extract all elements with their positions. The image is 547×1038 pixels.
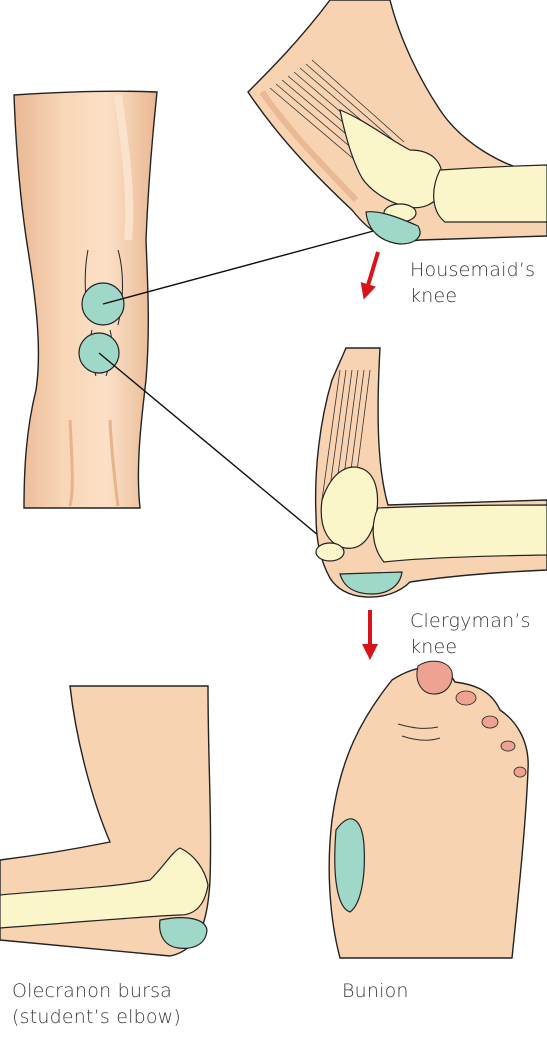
- olecranon-bursa: [160, 918, 207, 949]
- olecranon-bursa-label: Olecranon bursa (student’s elbow): [12, 978, 181, 1030]
- olecranon-label-line1: Olecranon bursa: [12, 978, 181, 1004]
- front-knee: [14, 91, 157, 508]
- toenail-4: [501, 741, 515, 751]
- housemaid-arrow: [366, 252, 378, 292]
- toenail-3: [482, 716, 498, 728]
- housemaid-knee-side-view: [248, 0, 547, 292]
- bunion-label-text: Bunion: [342, 978, 409, 1004]
- clergymans-knee-label: Clergyman’s knee: [410, 608, 531, 660]
- housemaids-knee-label: Housemaid’s knee: [410, 257, 535, 309]
- elbow-illustration: [0, 686, 211, 956]
- clergymans-knee-label-line1: Clergyman’s: [410, 608, 531, 634]
- clergymans-knee-label-line2: knee: [410, 634, 531, 660]
- clergyman-knee-side-view: [316, 348, 547, 652]
- bunion-label: Bunion: [342, 978, 409, 1004]
- housemaids-knee-label-line2: knee: [410, 283, 535, 309]
- housemaids-knee-label-line1: Housemaid’s: [410, 257, 535, 283]
- big-toenail: [417, 661, 452, 694]
- olecranon-label-line2: (student’s elbow): [12, 1004, 181, 1030]
- toenail-2: [456, 691, 476, 705]
- foot-illustration: [329, 661, 528, 958]
- toenail-5: [514, 767, 526, 777]
